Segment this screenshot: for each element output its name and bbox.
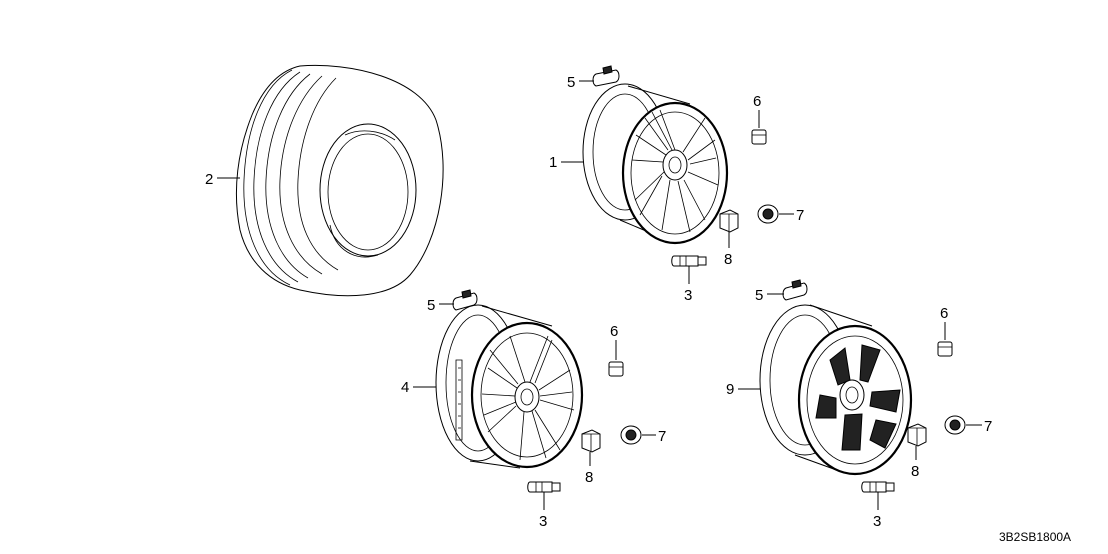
callout-number: 7 <box>984 418 992 435</box>
callout-nut-right: 8 <box>911 446 919 480</box>
wheel-right[interactable] <box>759 304 913 476</box>
callout-number: 3 <box>873 513 881 530</box>
callout-number: 5 <box>567 74 575 91</box>
callout-valve-right: 3 <box>873 492 881 530</box>
callout-cap-top: 7 <box>779 207 804 224</box>
callout-wheel-left: 4 <box>401 379 436 396</box>
callout-number: 6 <box>753 93 761 110</box>
callout-sensor-left: 5 <box>427 297 454 314</box>
callout-number: 9 <box>726 381 734 398</box>
callout-number: 2 <box>205 171 213 188</box>
callout-weight-left: 6 <box>610 323 618 360</box>
diagram-code: 3B2SB1800A <box>999 530 1071 544</box>
valve-stem-top[interactable] <box>671 255 707 267</box>
callout-number: 5 <box>427 297 435 314</box>
callout-valve-top: 3 <box>684 266 692 304</box>
callout-weight-top: 6 <box>753 93 761 128</box>
callout-valve-left: 3 <box>539 492 547 530</box>
center-cap-left[interactable] <box>620 425 642 445</box>
wheel-nut-right[interactable] <box>907 423 927 447</box>
callout-number: 8 <box>585 469 593 486</box>
wheel-nut-top[interactable] <box>719 209 739 233</box>
callout-number: 3 <box>539 513 547 530</box>
callout-number: 6 <box>940 305 948 322</box>
callout-number: 6 <box>610 323 618 340</box>
wheel-top[interactable] <box>582 83 729 245</box>
callout-cap-right: 7 <box>966 418 992 435</box>
callout-number: 8 <box>911 463 919 480</box>
center-cap-top[interactable] <box>757 204 779 224</box>
callout-number: 3 <box>684 287 692 304</box>
center-cap-right[interactable] <box>944 415 966 435</box>
callout-number: 7 <box>796 207 804 224</box>
callout-number: 5 <box>755 287 763 304</box>
balance-weight-right[interactable] <box>937 341 953 357</box>
callout-wheel-top: 1 <box>549 154 584 171</box>
callout-nut-top: 8 <box>724 232 732 268</box>
callout-number: 7 <box>658 428 666 445</box>
tire[interactable] <box>235 64 444 297</box>
balance-weight-top[interactable] <box>751 129 767 145</box>
callout-weight-right: 6 <box>940 305 948 340</box>
valve-stem-left[interactable] <box>527 481 561 493</box>
tpms-sensor-right[interactable] <box>782 279 808 301</box>
balance-weight-left[interactable] <box>608 361 624 377</box>
callout-sensor-right: 5 <box>755 287 784 304</box>
valve-stem-right[interactable] <box>861 481 895 493</box>
tpms-sensor-left[interactable] <box>452 289 478 311</box>
tpms-sensor-top[interactable] <box>592 65 620 87</box>
callout-nut-left: 8 <box>585 452 593 486</box>
wheel-nut-left[interactable] <box>581 429 601 453</box>
callout-wheel-right: 9 <box>726 381 760 398</box>
callout-number: 8 <box>724 251 732 268</box>
callout-tire: 2 <box>205 171 240 188</box>
wheel-left[interactable] <box>435 304 584 469</box>
callout-number: 1 <box>549 154 557 171</box>
callout-sensor-top: 5 <box>567 74 594 91</box>
callout-number: 4 <box>401 379 409 396</box>
callout-cap-left: 7 <box>642 428 666 445</box>
